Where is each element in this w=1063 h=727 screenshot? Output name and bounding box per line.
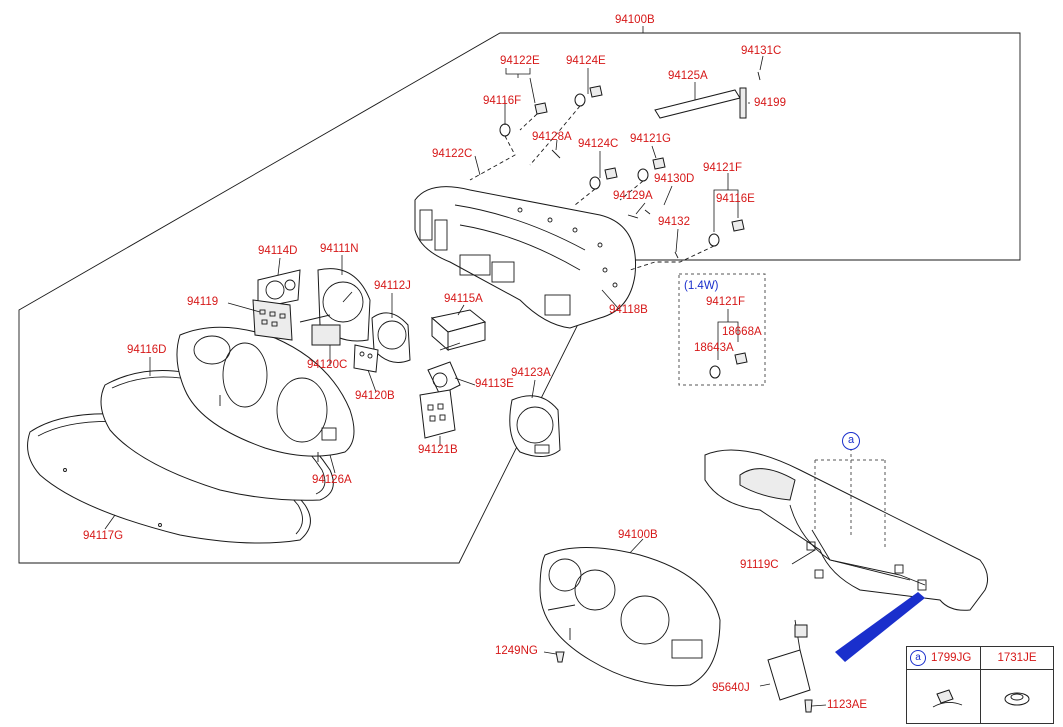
highlight-wedge bbox=[835, 592, 925, 662]
legend-divider bbox=[980, 647, 981, 723]
label-94111n[interactable]: 94111N bbox=[320, 243, 359, 255]
label-94116d[interactable]: 94116D bbox=[127, 344, 167, 356]
legend-part-1799jg[interactable]: 1799JG bbox=[931, 652, 972, 664]
instrument-cluster-94100b[interactable] bbox=[539, 547, 721, 687]
label-1249ng[interactable]: 1249NG bbox=[495, 645, 538, 657]
label-94116f[interactable]: 94116F bbox=[483, 95, 522, 107]
label-94115a[interactable]: 94115A bbox=[444, 293, 483, 305]
label-94130d[interactable]: 94130D bbox=[654, 173, 695, 185]
bulbs-group bbox=[499, 85, 748, 379]
label-94121f-b[interactable]: 94121F bbox=[706, 296, 746, 308]
label-1-4w: (1.4W) bbox=[684, 280, 719, 292]
label-94119[interactable]: 94119 bbox=[187, 296, 219, 308]
grommet-1731je-icon bbox=[1004, 692, 1030, 706]
warning-plate-94119[interactable] bbox=[252, 299, 293, 341]
label-94113e[interactable]: 94113E bbox=[475, 378, 514, 390]
label-94125a[interactable]: 94125A bbox=[668, 70, 708, 82]
legend-col1: a 1799JG bbox=[907, 647, 980, 670]
label-94118b[interactable]: 94118B bbox=[609, 304, 648, 316]
label-95640j[interactable]: 95640J bbox=[712, 682, 750, 694]
label-94122c[interactable]: 94122C bbox=[432, 148, 473, 160]
legend-part-1731je[interactable]: 1731JE bbox=[981, 647, 1053, 670]
crash-pad-assembly[interactable] bbox=[704, 449, 989, 611]
tacho-94112j[interactable] bbox=[371, 312, 411, 363]
dashed-connectors bbox=[469, 105, 715, 271]
label-94112j[interactable]: 94112J bbox=[374, 280, 411, 292]
label-94129a[interactable]: 94129A bbox=[613, 190, 653, 202]
label-94117g[interactable]: 94117G bbox=[83, 530, 124, 542]
label-94114d[interactable]: 94114D bbox=[258, 245, 298, 257]
screws-group bbox=[551, 71, 761, 259]
screw-1249ng[interactable] bbox=[555, 651, 565, 663]
label-1123ae[interactable]: 1123AE bbox=[827, 699, 868, 711]
gauge-94114d[interactable] bbox=[257, 269, 301, 309]
label-94199[interactable]: 94199 bbox=[754, 97, 786, 109]
label-94128a[interactable]: 94128A bbox=[532, 131, 572, 143]
label-94120c[interactable]: 94120C bbox=[307, 359, 348, 371]
option-1-4w-box bbox=[678, 273, 766, 386]
speedometer-94111n[interactable] bbox=[299, 268, 371, 342]
label-94124c[interactable]: 94124C bbox=[578, 138, 619, 150]
bracket-94125a[interactable] bbox=[654, 87, 747, 119]
callout-a-leaders bbox=[814, 448, 886, 550]
printed-plate-94121b[interactable] bbox=[419, 389, 456, 439]
label-94116e[interactable]: 94116E bbox=[716, 193, 755, 205]
clip-1799jg-icon bbox=[932, 689, 963, 708]
legend-callout-a: a bbox=[910, 650, 926, 666]
gauge-94123a[interactable] bbox=[509, 395, 561, 457]
label-94123a[interactable]: 94123A bbox=[511, 367, 551, 379]
label-94120b[interactable]: 94120B bbox=[355, 390, 395, 402]
label-94121b[interactable]: 94121B bbox=[418, 444, 458, 456]
label-94122e[interactable]: 94122E bbox=[500, 55, 540, 67]
label-94131c[interactable]: 94131C bbox=[741, 45, 782, 57]
label-18668a[interactable]: 18668A bbox=[722, 326, 762, 338]
module-94115a[interactable] bbox=[430, 309, 487, 352]
label-94126a[interactable]: 94126A bbox=[312, 474, 352, 486]
case-94118b[interactable] bbox=[414, 186, 637, 329]
label-94121g[interactable]: 94121G bbox=[630, 133, 671, 145]
label-94121f-a[interactable]: 94121F bbox=[703, 162, 743, 174]
label-94100b-bottom[interactable]: 94100B bbox=[618, 529, 658, 541]
screw-1123ae[interactable] bbox=[804, 699, 813, 713]
legend-table: a 1799JG 1731JE bbox=[906, 646, 1054, 724]
wiring-95640j[interactable] bbox=[767, 619, 811, 701]
printed-circuit-94120c[interactable] bbox=[311, 324, 341, 346]
label-94124e[interactable]: 94124E bbox=[566, 55, 606, 67]
label-91119c[interactable]: 91119C bbox=[740, 559, 779, 571]
indicator-94120b[interactable] bbox=[353, 344, 379, 373]
label-18643a[interactable]: 18643A bbox=[694, 342, 734, 354]
assembly-frame bbox=[18, 32, 1021, 564]
label-94132[interactable]: 94132 bbox=[658, 216, 690, 228]
callout-a[interactable]: a bbox=[842, 432, 860, 450]
legend-icons bbox=[932, 689, 1030, 708]
temp-gauge-94113e[interactable] bbox=[427, 361, 461, 396]
label-94100b-top[interactable]: 94100B bbox=[615, 14, 655, 26]
